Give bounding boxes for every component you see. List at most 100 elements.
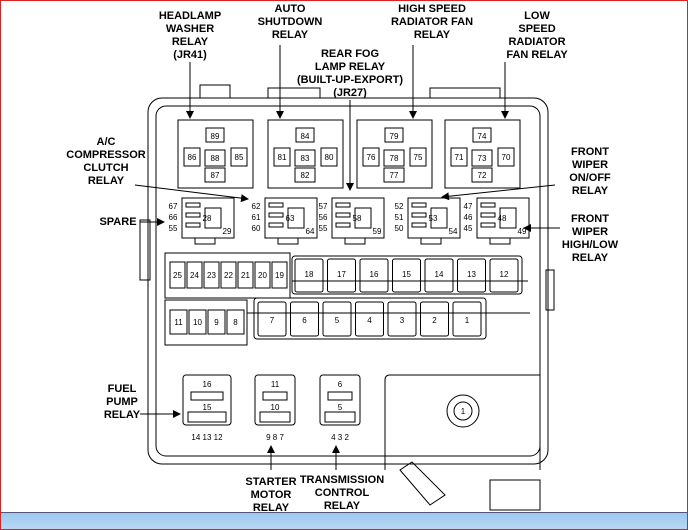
relay-pin-label: 48 — [498, 214, 507, 223]
cartridge-fuse-block-bottom — [253, 297, 487, 340]
relay-pin-label: 49 — [518, 227, 527, 236]
relay-pin-label: 67 — [169, 202, 178, 211]
cartridge-fuse — [452, 301, 482, 337]
relay-pin-label: 57 — [319, 202, 328, 211]
cartridge-fuse — [355, 301, 384, 337]
bottom-strip — [1, 512, 687, 529]
label-line: WASHER — [165, 23, 215, 35]
label-line: RELAY — [571, 252, 609, 264]
housing-top-tabs — [199, 84, 501, 98]
relay-terminal — [185, 202, 201, 208]
relay-terminal — [411, 212, 427, 218]
main-fuse-label: 1 — [461, 407, 466, 416]
fuse-label: 19 — [275, 271, 284, 280]
relay-pin-box — [383, 167, 405, 183]
label-line: ON/OFF — [569, 172, 611, 184]
relay-pin-label: 89 — [211, 132, 220, 141]
label-line: RADIATOR FAN — [390, 16, 474, 28]
relay-latch — [489, 237, 511, 245]
relay-latch — [344, 237, 366, 245]
relay-pin-box — [450, 147, 468, 167]
relay-terminal — [187, 411, 227, 423]
relay-pin-label: 29 — [223, 227, 232, 236]
fuse-label: 13 — [467, 270, 476, 279]
relay-pin-box — [472, 127, 492, 143]
fuse-label: 16 — [370, 270, 379, 279]
relay-pin-label: 86 — [188, 153, 197, 162]
relay-pin-label: 51 — [395, 213, 404, 222]
relay-pin-box — [471, 167, 493, 183]
relay-terminal — [411, 222, 427, 228]
relay-pin-label: 75 — [414, 153, 423, 162]
label-line: HIGH/LOW — [561, 239, 619, 251]
relay-pin-label: 82 — [301, 171, 310, 180]
relay-pin-label: 50 — [395, 224, 404, 233]
relay-terminal — [262, 391, 288, 401]
housing-corner-recess — [384, 374, 541, 470]
relay-pin-label: 66 — [169, 213, 178, 222]
relay-pin-label: 55 — [169, 224, 178, 233]
relay-pin-label: 45 — [464, 224, 473, 233]
label-line: MOTOR — [250, 489, 292, 501]
relay-pin-box — [409, 147, 427, 167]
relay-pin-box — [204, 167, 226, 183]
relay-pin-numbers: 9 8 7 — [266, 433, 284, 442]
fuse-label: 11 — [174, 318, 183, 327]
relay-pin-label: 79 — [390, 132, 399, 141]
relay-pin-box — [383, 149, 405, 167]
label-line: SHUTDOWN — [257, 16, 323, 28]
relay-terminal — [268, 202, 284, 208]
fuse-label: 6 — [302, 316, 307, 325]
relay-terminal — [335, 212, 351, 218]
relay-terminal — [324, 411, 356, 423]
label-line: (JR27) — [333, 87, 367, 99]
relay-pin-box — [230, 147, 248, 167]
relay-pin-label: 74 — [478, 132, 487, 141]
fuse-label: 4 — [367, 316, 372, 325]
relay-pin-label: 60 — [252, 224, 261, 233]
relay-pin-label: 54 — [449, 227, 458, 236]
label-line: WIPER — [571, 159, 609, 171]
label-line: STARTER — [245, 476, 297, 488]
fuse-label: 15 — [402, 270, 411, 279]
cartridge-fuse — [457, 258, 486, 293]
relay-pin-box — [204, 149, 226, 167]
housing-latch — [399, 461, 446, 506]
relay-terminal — [354, 207, 372, 229]
label-line: RELAY — [103, 409, 141, 421]
label-line: CONTROL — [314, 487, 370, 499]
cartridge-fuse — [392, 258, 421, 293]
cartridge-fuse — [322, 301, 352, 337]
main-fuse-outer — [446, 394, 480, 428]
relay-pin-label: 84 — [301, 132, 310, 141]
relay-terminal — [268, 222, 284, 228]
mini-fuse — [237, 261, 254, 289]
top-relay-socket — [267, 119, 344, 189]
relay-pin-label: 87 — [211, 171, 220, 180]
relay-pin-box — [183, 147, 201, 167]
relay-pin-box — [205, 127, 225, 143]
relay-pin-label: 70 — [502, 153, 511, 162]
top-relay-socket — [356, 119, 433, 189]
label-line: LOW — [524, 10, 550, 22]
cartridge-fuse — [489, 258, 519, 293]
relay-pin-label: 53 — [429, 214, 438, 223]
label-line: RELAY — [87, 175, 125, 187]
bottom-relay-socket — [182, 374, 232, 426]
fuse-label: 14 — [435, 270, 444, 279]
bottom-relay-socket — [319, 374, 361, 426]
relay-terminal — [430, 207, 448, 229]
relay-pin-label: 81 — [278, 153, 287, 162]
relay-pin-box — [320, 147, 338, 167]
relay-pin-box — [294, 167, 316, 183]
relay-pin-label: 58 — [353, 214, 362, 223]
label-line: RELAY — [323, 500, 361, 512]
label-line: COMPRESSOR — [66, 149, 146, 161]
relay-terminal — [190, 391, 224, 401]
label-line: RELAY — [252, 502, 290, 514]
